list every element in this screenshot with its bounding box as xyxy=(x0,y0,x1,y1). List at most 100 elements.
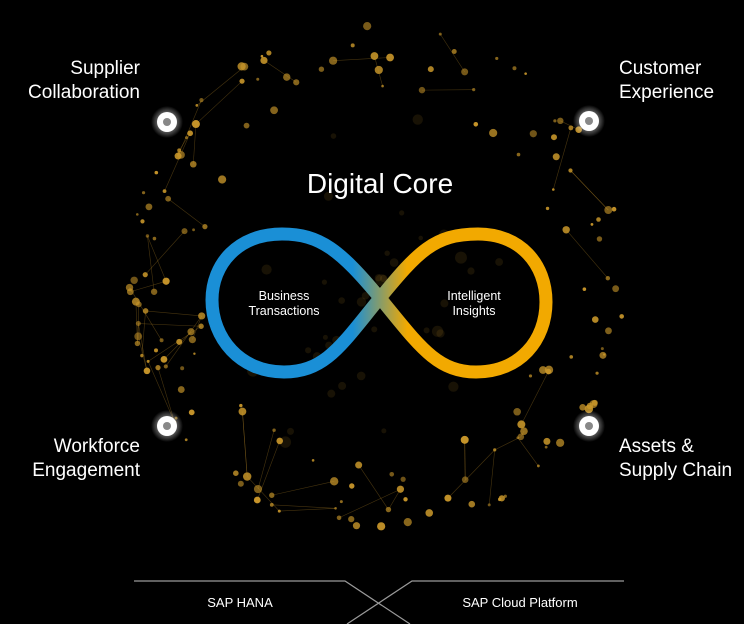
network-dot xyxy=(305,347,312,354)
network-dot xyxy=(552,153,560,161)
network-link xyxy=(147,235,167,282)
network-dot xyxy=(396,485,405,493)
network-link xyxy=(145,310,202,317)
network-dot xyxy=(323,191,333,201)
network-link xyxy=(257,430,275,490)
network-dot xyxy=(218,175,227,184)
network-link xyxy=(494,436,521,451)
network-dot xyxy=(381,84,384,88)
network-dot xyxy=(242,472,252,481)
network-dot xyxy=(260,56,268,65)
network-dot xyxy=(176,338,183,345)
network-dot xyxy=(286,427,294,435)
network-dot xyxy=(272,428,276,432)
network-link xyxy=(130,280,167,293)
network-link xyxy=(271,481,335,496)
network-link xyxy=(141,310,146,356)
network-dot xyxy=(355,461,363,469)
network-link xyxy=(570,170,609,211)
network-dot xyxy=(600,347,604,351)
network-dot xyxy=(253,484,263,494)
network-dot xyxy=(460,435,469,444)
network-dot xyxy=(374,65,383,75)
network-dot xyxy=(349,483,355,489)
network-dot xyxy=(412,114,423,125)
node-assets xyxy=(573,410,605,442)
network-dot xyxy=(520,427,528,435)
network-dot xyxy=(403,518,412,527)
network-dot xyxy=(339,500,343,504)
network-dot xyxy=(239,78,245,84)
network-dot xyxy=(451,48,457,54)
network-dot xyxy=(253,496,261,504)
network-link xyxy=(178,133,191,151)
network-dot xyxy=(591,316,599,323)
network-dot xyxy=(418,235,424,241)
network-dot xyxy=(448,381,459,392)
network-dot xyxy=(160,355,168,363)
network-dot xyxy=(556,438,565,447)
network-dot xyxy=(142,272,148,278)
network-dot xyxy=(134,340,141,347)
network-dot xyxy=(199,98,204,103)
network-dot xyxy=(489,128,498,138)
node-supplier xyxy=(151,106,183,138)
network-link xyxy=(565,229,609,279)
network-link xyxy=(145,230,185,275)
network-dot xyxy=(238,407,247,416)
network-dot xyxy=(516,152,521,157)
network-link xyxy=(163,331,192,360)
network-dot xyxy=(266,50,272,56)
network-link xyxy=(271,504,336,509)
network-link xyxy=(570,170,609,211)
platform-sap-hana: SAP HANA xyxy=(207,595,273,610)
network-dot xyxy=(495,258,504,266)
network-dot xyxy=(260,54,264,58)
network-dot xyxy=(350,43,355,48)
network-dot xyxy=(198,323,204,329)
network-dot xyxy=(543,437,551,445)
network-dot xyxy=(386,53,394,62)
network-dot xyxy=(276,437,284,445)
network-dot xyxy=(461,476,469,483)
platform-sap-cloud: SAP Cloud Platform xyxy=(462,595,578,610)
network-dot xyxy=(605,327,612,335)
network-dot xyxy=(539,366,547,374)
network-dot xyxy=(198,312,206,320)
network-dot xyxy=(193,352,196,355)
network-dot xyxy=(379,274,388,283)
network-dot xyxy=(150,288,158,295)
infinity-loop xyxy=(205,227,553,379)
network-dot xyxy=(181,228,188,235)
platform-divider xyxy=(134,580,624,624)
network-dot xyxy=(126,288,134,296)
network-link xyxy=(388,489,401,510)
network-dot xyxy=(544,365,554,375)
network-dot xyxy=(134,332,143,341)
network-link xyxy=(488,449,496,505)
network-dot xyxy=(431,325,444,337)
network-link xyxy=(138,323,202,327)
network-link xyxy=(246,476,280,512)
network-dot xyxy=(595,371,599,375)
network-dot xyxy=(436,329,445,338)
network-dot xyxy=(321,279,328,285)
network-dot xyxy=(293,79,300,86)
network-link xyxy=(447,449,495,499)
network-dot xyxy=(498,495,505,502)
network-dot xyxy=(472,88,476,92)
network-dot xyxy=(318,66,325,72)
network-dot xyxy=(440,299,449,308)
network-dot xyxy=(425,509,434,517)
network-link xyxy=(195,80,243,125)
network-link xyxy=(263,60,297,83)
network-dot xyxy=(184,438,188,442)
network-dot xyxy=(277,509,281,513)
network-dot xyxy=(557,117,564,125)
network-dot xyxy=(569,355,574,359)
network-dot xyxy=(135,213,139,216)
network-dot xyxy=(329,56,338,65)
network-dot xyxy=(311,459,315,462)
network-dot xyxy=(568,168,573,173)
network-dot xyxy=(528,374,533,378)
